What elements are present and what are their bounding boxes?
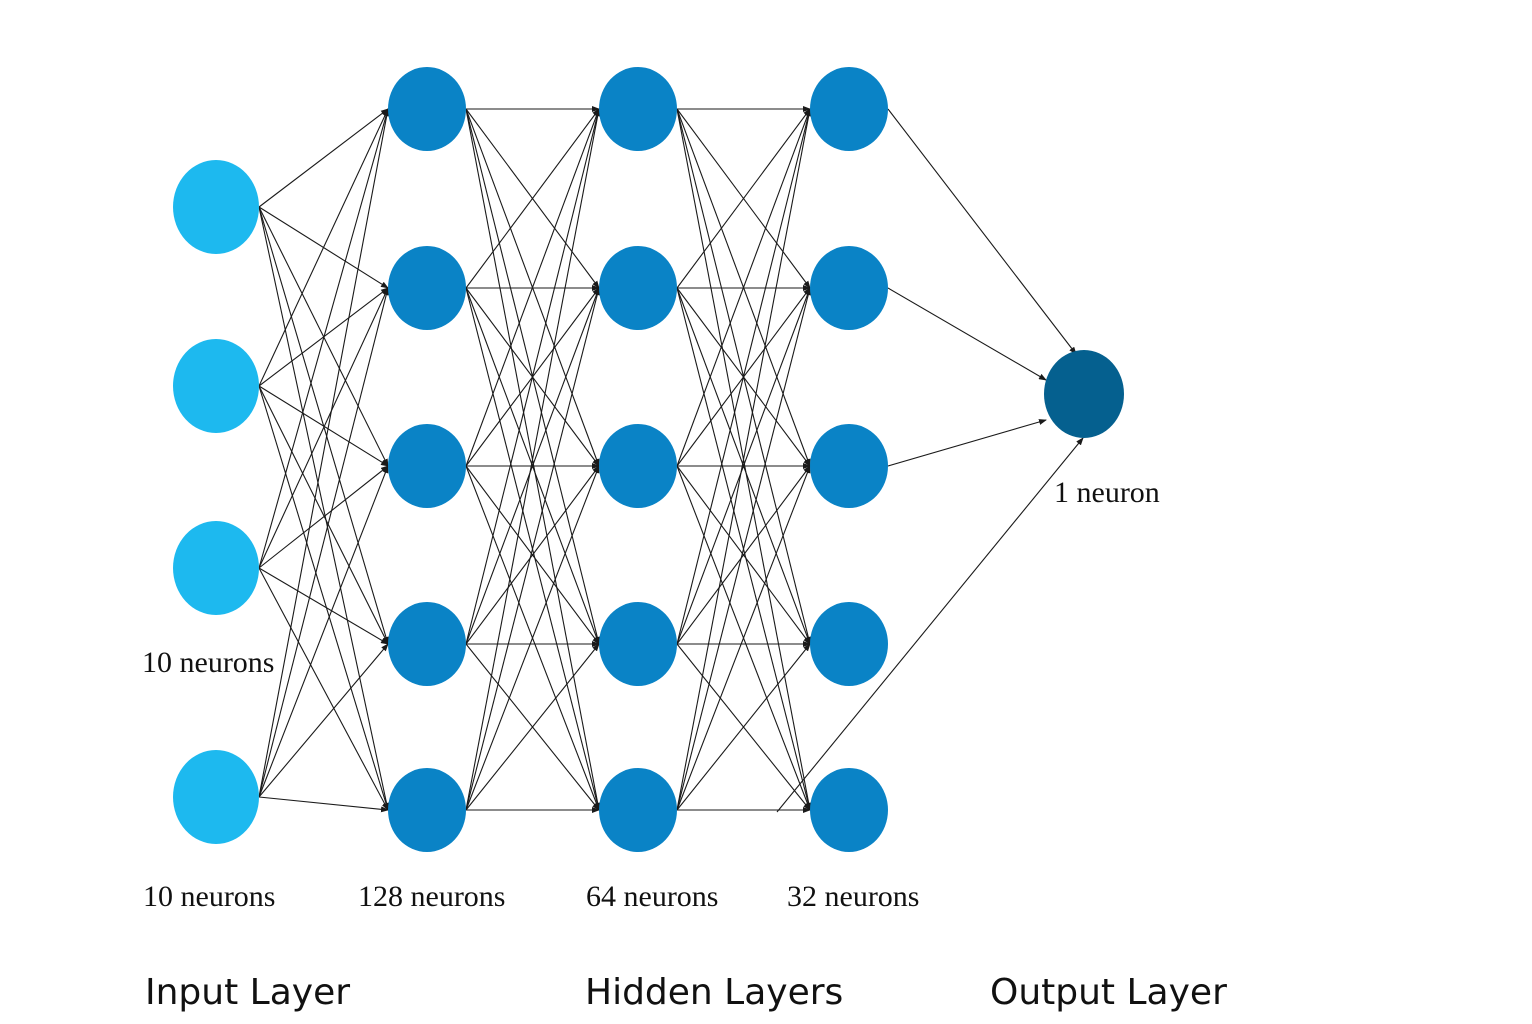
hidden2-neuron-0 — [599, 67, 677, 151]
hidden3-neuron-1 — [810, 246, 888, 330]
hidden1-neuron-4 — [388, 768, 466, 852]
edge-hidden1-4-hidden2-1 — [465, 287, 601, 811]
edge-hidden2-3-hidden3-1 — [676, 287, 811, 645]
edge-hidden1-1-hidden2-0 — [465, 108, 600, 289]
edge-hidden3-2-output — [887, 419, 1047, 467]
edge-input-1-hidden1-3 — [258, 385, 389, 645]
hidden2-neuron-1 — [599, 246, 677, 330]
output-layer-title: Output Layer — [990, 972, 1227, 1013]
edge-hidden2-4-hidden3-3 — [676, 643, 811, 811]
edge-hidden1-4-hidden2-3 — [465, 643, 600, 811]
edge-hidden3-4-output — [776, 437, 1084, 813]
edge-input-1-hidden1-0 — [258, 108, 389, 387]
output-count-label: 1 neuron — [1054, 476, 1160, 509]
edge-hidden2-3-hidden3-2 — [676, 465, 811, 645]
hidden-layers-title: Hidden Layers — [585, 972, 843, 1013]
edge-input-2-hidden1-1 — [258, 287, 389, 569]
edge-hidden1-4-hidden2-0 — [465, 108, 601, 811]
hidden1-neuron-3 — [388, 602, 466, 686]
edge-input-3-hidden1-0 — [258, 108, 390, 798]
edge-input-3-hidden1-1 — [258, 287, 390, 798]
edge-hidden1-3-hidden2-1 — [465, 287, 600, 645]
edge-input-2-hidden1-0 — [258, 108, 389, 569]
edge-input-3-hidden1-4 — [258, 796, 389, 813]
edge-input-0-hidden1-0 — [258, 108, 389, 208]
edge-input-1-hidden1-4 — [258, 385, 389, 811]
edge-input-2-hidden1-3 — [258, 567, 389, 645]
input-neuron-0 — [173, 160, 259, 254]
edge-input-2-hidden1-2 — [258, 465, 389, 569]
edge-hidden1-2-hidden2-0 — [465, 108, 600, 467]
edge-hidden2-4-hidden3-0 — [676, 108, 812, 811]
connections — [258, 106, 1084, 813]
hidden1-count-label: 128 neurons — [358, 880, 505, 913]
edge-input-3-hidden1-2 — [258, 465, 389, 798]
edge-hidden1-3-hidden2-0 — [465, 108, 601, 645]
hidden3-count-label: 32 neurons — [787, 880, 919, 913]
hidden2-neuron-3 — [599, 602, 677, 686]
edge-hidden3-0-output — [887, 108, 1077, 355]
hidden3-neuron-0 — [810, 67, 888, 151]
edge-hidden2-1-hidden3-0 — [676, 108, 811, 289]
hidden2-neuron-4 — [599, 768, 677, 852]
hidden3-neuron-2 — [810, 424, 888, 508]
input-neuron-1 — [173, 339, 259, 433]
edge-input-2-hidden1-4 — [258, 567, 389, 811]
input-side-count-label: 10 neurons — [142, 646, 274, 679]
input-neuron-2 — [173, 521, 259, 615]
edge-hidden1-3-hidden2-2 — [465, 465, 600, 645]
edge-hidden2-2-hidden3-0 — [676, 108, 811, 467]
hidden1-neuron-2 — [388, 424, 466, 508]
edge-input-1-hidden1-2 — [258, 385, 389, 467]
input-neuron-3 — [173, 750, 259, 844]
edge-input-0-hidden1-4 — [258, 206, 390, 811]
hidden3-neuron-3 — [810, 602, 888, 686]
output-neuron-0 — [1044, 350, 1124, 438]
neurons — [173, 67, 1124, 852]
edge-hidden1-4-hidden2-2 — [465, 465, 600, 811]
edge-hidden3-1-output — [887, 287, 1047, 381]
edge-input-3-hidden1-3 — [258, 643, 389, 798]
hidden2-neuron-2 — [599, 424, 677, 508]
hidden2-count-label: 64 neurons — [586, 880, 718, 913]
hidden3-neuron-4 — [810, 768, 888, 852]
hidden1-neuron-1 — [388, 246, 466, 330]
edge-hidden2-3-hidden3-0 — [676, 108, 812, 645]
input-count-label: 10 neurons — [143, 880, 275, 913]
edge-hidden2-4-hidden3-1 — [676, 287, 812, 811]
edge-hidden2-4-hidden3-2 — [676, 465, 811, 811]
input-layer-title: Input Layer — [145, 972, 350, 1013]
hidden1-neuron-0 — [388, 67, 466, 151]
